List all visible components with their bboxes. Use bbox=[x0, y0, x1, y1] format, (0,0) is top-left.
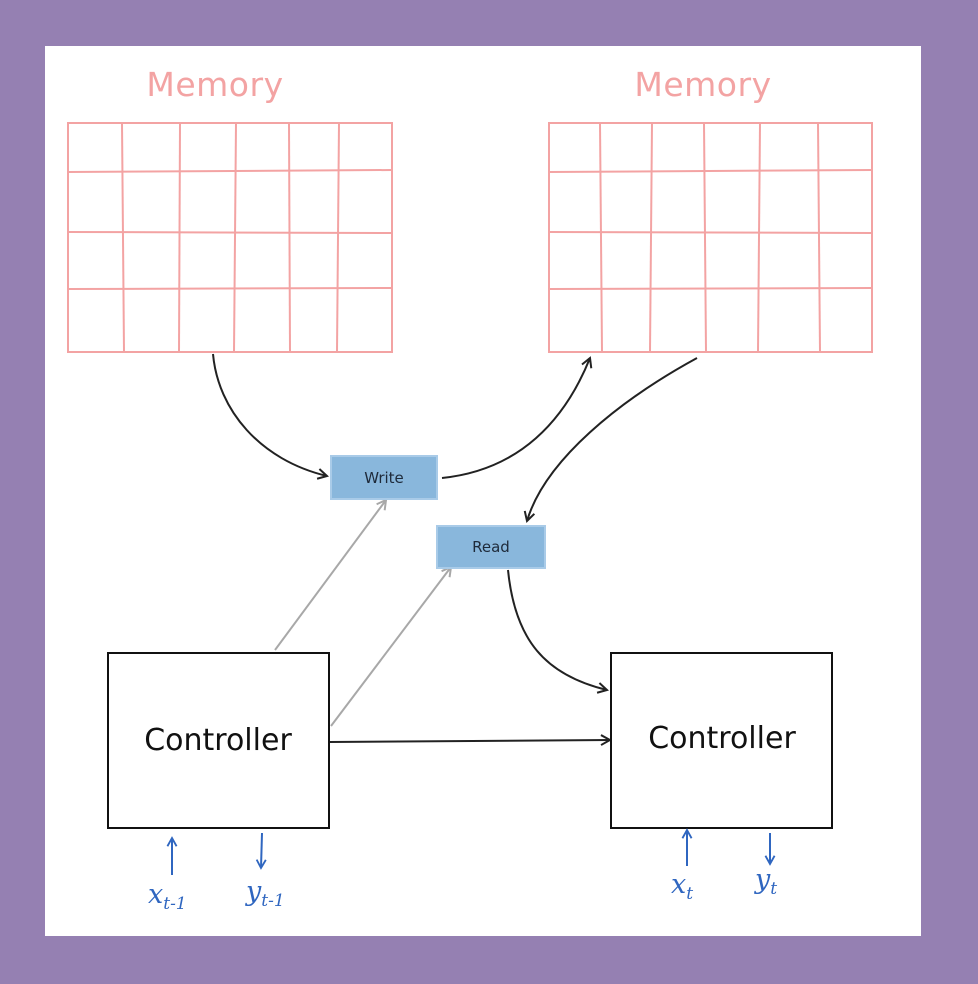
input-label-cur: xt bbox=[671, 869, 693, 904]
memory-grid-left bbox=[67, 122, 393, 353]
arrow-write-to-memory bbox=[441, 358, 590, 479]
output-arrow-prev bbox=[261, 832, 262, 868]
write-box: Write bbox=[330, 455, 438, 500]
arrow-memory-to-read bbox=[527, 357, 698, 521]
arrow-controller-to-controller bbox=[329, 740, 610, 742]
controller-label-left: Controller bbox=[144, 723, 292, 758]
read-label: Read bbox=[472, 538, 510, 556]
controller-label-right: Controller bbox=[648, 721, 796, 756]
write-label: Write bbox=[364, 469, 404, 487]
read-box: Read bbox=[436, 525, 546, 569]
controller-box-left: Controller bbox=[107, 652, 330, 829]
memory-grid-right bbox=[548, 122, 873, 353]
memory-title-right: Memory bbox=[634, 65, 771, 104]
controller-box-right: Controller bbox=[610, 652, 833, 829]
arrow-read-to-controller bbox=[507, 569, 607, 690]
output-label-cur: yt bbox=[754, 864, 777, 899]
arrow-controller-to-write bbox=[274, 500, 386, 651]
input-label-prev: xt-1 bbox=[148, 879, 187, 914]
arrow-controller-to-read bbox=[330, 567, 451, 727]
output-label-prev: yt-1 bbox=[245, 876, 285, 911]
arrow-memory-to-write bbox=[212, 353, 327, 476]
memory-title-left: Memory bbox=[146, 65, 283, 104]
